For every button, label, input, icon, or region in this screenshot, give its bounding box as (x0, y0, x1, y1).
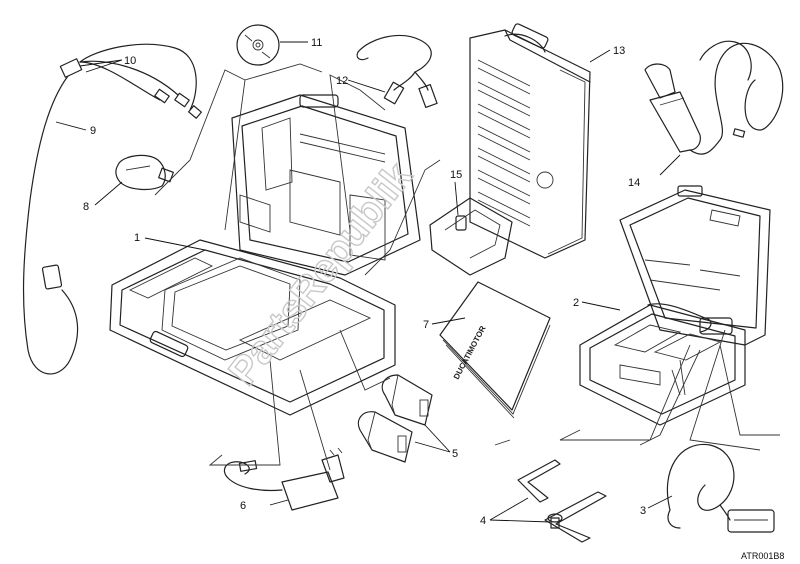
callout-9: 9 (90, 125, 96, 137)
callout-4: 4 (480, 515, 486, 527)
callout-2: 2 (573, 297, 579, 309)
open-tester-case[interactable] (109, 94, 421, 416)
connector-adapter[interactable] (115, 154, 174, 191)
callout-3: 3 (640, 505, 646, 517)
battery-holder[interactable] (429, 197, 513, 276)
software-cd[interactable] (236, 24, 280, 66)
callout-10: 10 (124, 55, 136, 67)
drawing-code: ATR001B8 (741, 551, 784, 561)
callout-15: 15 (450, 169, 462, 181)
callout-5: 5 (452, 448, 458, 460)
instruction-manual[interactable]: DUCATIMOTOR (439, 281, 551, 419)
sensor-cable[interactable] (666, 443, 775, 533)
usb-cable[interactable] (356, 34, 438, 109)
closed-carry-case[interactable] (469, 23, 591, 259)
watermark-text: PartsRepublik (220, 154, 421, 394)
open-accessory-case[interactable] (579, 185, 771, 426)
cable-harness[interactable] (22, 43, 203, 375)
callout-7: 7 (423, 319, 429, 331)
callout-numbers: 1 2 3 4 5 6 7 8 9 10 11 12 13 14 15 (83, 37, 646, 527)
battery-packs[interactable] (357, 374, 433, 463)
callout-6: 6 (240, 500, 246, 512)
callout-14: 14 (628, 177, 640, 189)
callout-1: 1 (134, 232, 140, 244)
mounting-brackets[interactable] (517, 459, 607, 543)
leader-lines (55, 41, 780, 523)
callout-11: 11 (311, 37, 322, 49)
callout-8: 8 (83, 201, 89, 213)
current-clamp-probe[interactable] (644, 40, 784, 155)
callout-12: 12 (336, 75, 348, 87)
callout-13: 13 (613, 45, 625, 57)
